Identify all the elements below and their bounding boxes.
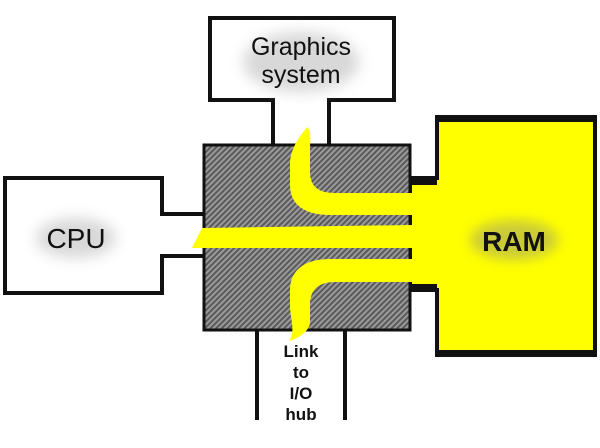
flow-graphics-ram xyxy=(290,127,412,215)
flow-cpu-ram xyxy=(192,225,412,248)
graphics-label-glow xyxy=(243,32,359,92)
ram-box: RAM xyxy=(408,115,597,357)
flow-io-ram xyxy=(289,259,412,341)
io-label-line2: to xyxy=(293,363,309,382)
cpu-label-glow xyxy=(36,218,116,258)
io-label-line1: Link xyxy=(284,342,319,361)
cpu-box: CPU xyxy=(3,176,208,295)
data-flows xyxy=(192,127,412,341)
graphics-label-line1: Graphics xyxy=(251,33,351,61)
io-link: Link to I/O hub xyxy=(255,328,347,424)
ram-label-glow xyxy=(470,220,558,260)
cpu-label: CPU xyxy=(46,223,105,254)
graphics-label-line2: system xyxy=(261,61,340,89)
io-label-line4: hub xyxy=(285,405,316,424)
graphics-system-box: Graphics system xyxy=(208,16,396,148)
io-label-line3: I/O xyxy=(290,384,313,403)
ram-label: RAM xyxy=(482,226,546,257)
